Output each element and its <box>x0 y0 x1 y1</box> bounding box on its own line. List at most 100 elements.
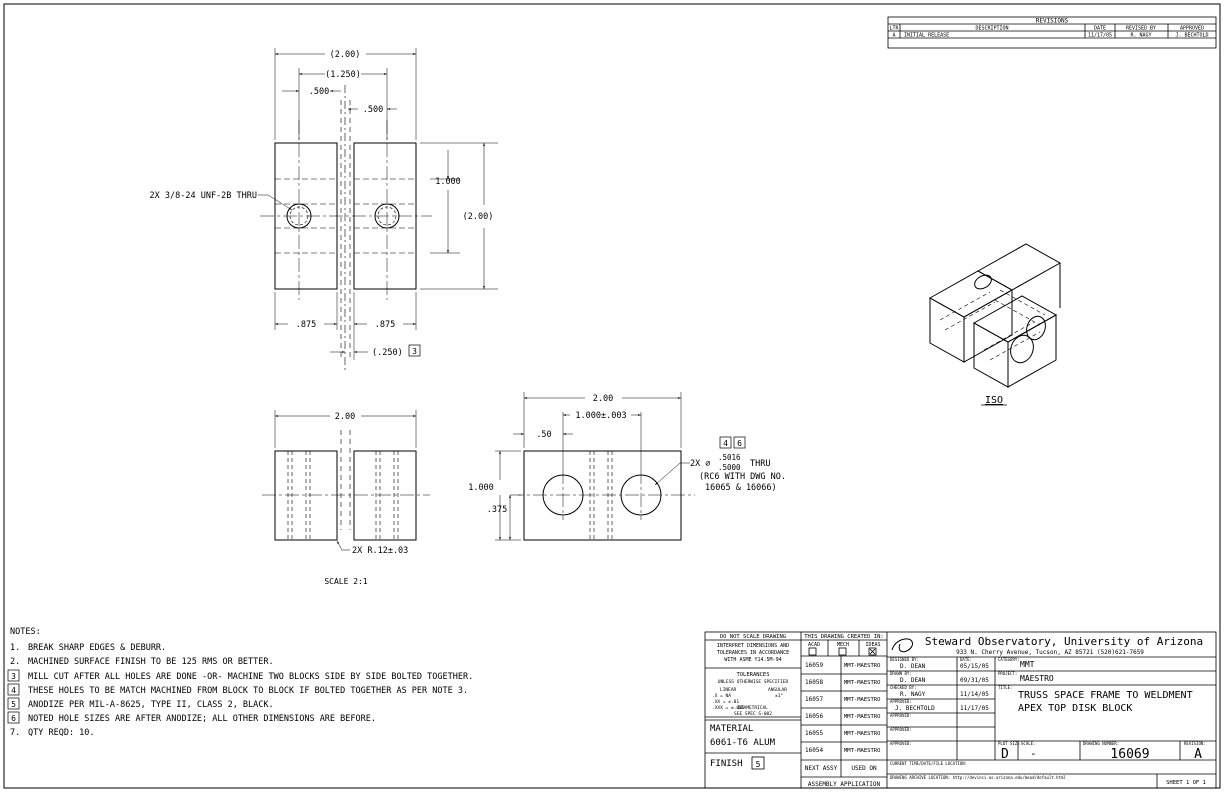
drawn-by: D. DEAN <box>900 677 926 684</box>
current-time-label: CURRENT TIME/DATE/FILE LOCATION: <box>890 761 967 766</box>
assy-row-2-num: 16058 <box>805 679 823 686</box>
revisions-table <box>887 16 1217 49</box>
finish-label: FINISH <box>710 759 743 769</box>
material-value: 6061-T6 ALUM <box>710 738 776 748</box>
dim-width-left: .875 <box>296 320 316 330</box>
note-flag-box <box>408 344 421 357</box>
tol-xx: .XX = ±.01 <box>712 699 739 705</box>
unless-label: UNLESS OTHERWISE SPECIFIED <box>718 679 789 685</box>
drawn-by-label: DRAWN BY: <box>890 671 912 676</box>
hole-dia-lower: .5000 <box>718 463 741 472</box>
dim-side-overall: 2.00 <box>593 394 613 404</box>
category-label: CATEGORY: <box>998 657 1020 662</box>
drawn-date: 09/31/05 <box>960 677 989 684</box>
revisions-title: REVISIONS <box>1036 18 1069 25</box>
front-view-block-right <box>353 450 417 541</box>
spec-label: SEE SPEC S-002 <box>734 711 772 717</box>
rev-row-ltr: A <box>892 33 895 39</box>
project-label: PROJECT: <box>998 671 1017 676</box>
dim-side-hole-height: .375 <box>487 505 507 515</box>
rev-row-date: 11/17/05 <box>1088 33 1112 39</box>
dim-hole-spacing: 1.000±.003 <box>575 411 626 421</box>
iso-view <box>928 243 1062 388</box>
assy-row-6-num: 16054 <box>805 747 823 754</box>
title-label: TITLE: <box>998 685 1012 690</box>
assembly-application-label: ASSEMBLY APPLICATION <box>808 781 881 788</box>
rev-row-description: INITIAL RELEASE <box>904 33 949 39</box>
side-note-flag-6: 6 <box>737 439 742 448</box>
approved-label-3: APPROVED: <box>890 727 912 732</box>
fillet-callout: 2X R.12±.03 <box>352 546 408 556</box>
note-7-text: QTY REQD: 10. <box>28 728 95 738</box>
side-note-flag-4: 4 <box>723 439 728 448</box>
drawing-number-label: DRAWING NUMBER: <box>1083 741 1119 746</box>
note-3-text: MILL CUT AFTER ALL HOLES ARE DONE -OR- M… <box>28 672 473 682</box>
tol-x: .X = NA <box>712 693 731 699</box>
assy-row-2-name: MMT-MAESTRO <box>844 680 880 686</box>
revision-value: A <box>1194 747 1202 762</box>
tol-xxx: .XXX = ±.005 <box>712 705 745 711</box>
drawing-number: 16069 <box>1110 747 1149 762</box>
hole-dia-upper: .5016 <box>718 453 741 462</box>
dim-front-overall: 2.00 <box>335 412 355 422</box>
hole-callout-prefix: 2X ⌀ <box>690 459 710 469</box>
cad-option-ideas: IDEAS <box>865 642 880 648</box>
note-4-num: 4 <box>11 686 16 695</box>
note-1-num: 1. <box>10 643 20 653</box>
notes-block: NOTES: 1. BREAK SHARP EDGES & DEBURR. 2.… <box>7 627 473 738</box>
rev-row-revised-by: R. NAGY <box>1130 33 1151 39</box>
rev-header-date: DATE <box>1094 26 1106 32</box>
view-scale: SCALE 2:1 <box>324 577 368 586</box>
dim-top-overall: (2.00) <box>330 50 361 60</box>
date-label: DATE: <box>960 657 972 662</box>
linear-label: LINEAR <box>720 687 737 693</box>
assy-row-5-name: MMT-MAESTRO <box>844 731 880 737</box>
do-not-scale: DO NOT SCALE DRAWING <box>720 634 786 640</box>
sheet-number: SHEET 1 OF 1 <box>1166 780 1206 786</box>
scale-label: SCALE: <box>1021 741 1035 746</box>
approved-by: J. BECHTOLD <box>895 705 935 712</box>
next-assy-label: NEXT ASSY <box>805 765 838 772</box>
designed-date: 05/15/05 <box>960 663 989 670</box>
note-1-text: BREAK SHARP EDGES & DEBURR. <box>28 643 166 653</box>
finish-note: 5 <box>756 760 761 769</box>
assy-row-6-name: MMT-MAESTRO <box>844 748 880 754</box>
approved-label-2: APPROVED: <box>890 713 912 718</box>
drawing-title-line-1: TRUSS SPACE FRAME TO WELDMENT <box>1018 690 1193 701</box>
approved-label-4: APPROVED: <box>890 741 912 746</box>
approved-label-1: APPROVED: <box>890 699 912 704</box>
note-6-text: NOTED HOLE SIZES ARE AFTER ANODIZE; ALL … <box>28 714 376 724</box>
interpret-line-1: INTERPRET DIMENSIONS AND <box>717 643 789 649</box>
ideas-checkbox-check <box>869 648 876 655</box>
notes-title: NOTES: <box>10 627 41 637</box>
assy-row-3-num: 16057 <box>805 696 823 703</box>
diametrical-label: DIAMETRICAL <box>738 705 768 711</box>
rev-header-revised-by: REVISED BY <box>1126 26 1156 32</box>
material-label: MATERIAL <box>710 724 753 734</box>
rev-header-description: DESCRIPTION <box>975 26 1008 32</box>
plot-size-value: D <box>1001 747 1009 762</box>
side-view: 2.00 1.000±.003 .50 1.000 .375 4 6 2X ⌀ … <box>468 392 786 541</box>
cad-option-acad: ACAD <box>808 642 820 648</box>
observatory-logo <box>891 638 913 653</box>
side-view-block <box>523 450 682 541</box>
dim-gap-note: 3 <box>412 347 417 356</box>
note-5-num: 5 <box>11 700 16 709</box>
archive-location: DRAWING ARCHIVE LOCATION: http://devinci… <box>890 775 1066 780</box>
note-6-num: 6 <box>11 714 16 723</box>
iso-label: ISO <box>985 395 1003 406</box>
assy-row-4-num: 16056 <box>805 713 823 720</box>
note-2-num: 2. <box>10 657 20 667</box>
interpret-line-3: WITH ASME Y14.5M-94 <box>724 657 781 663</box>
front-view: 2.00 2X R.12±.03 SCALE 2:1 <box>262 410 430 586</box>
org-name: Steward Observatory, University of Arizo… <box>925 635 1203 648</box>
hole-callout-suffix: THRU <box>750 459 770 469</box>
revision-label: REVISION: <box>1184 741 1206 746</box>
note-2-text: MACHINED SURFACE FINISH TO BE 125 RMS OR… <box>28 657 274 667</box>
assy-row-4-name: MMT-MAESTRO <box>844 714 880 720</box>
checked-by-label: CHECKED BY: <box>890 685 917 690</box>
top-view: (2.00) (1.250) .500 .500 2X 3/8-24 UNF-2… <box>150 48 498 370</box>
rev-row-approved: J. BECHTOLD <box>1175 33 1208 39</box>
dim-top-right: .500 <box>363 105 383 115</box>
